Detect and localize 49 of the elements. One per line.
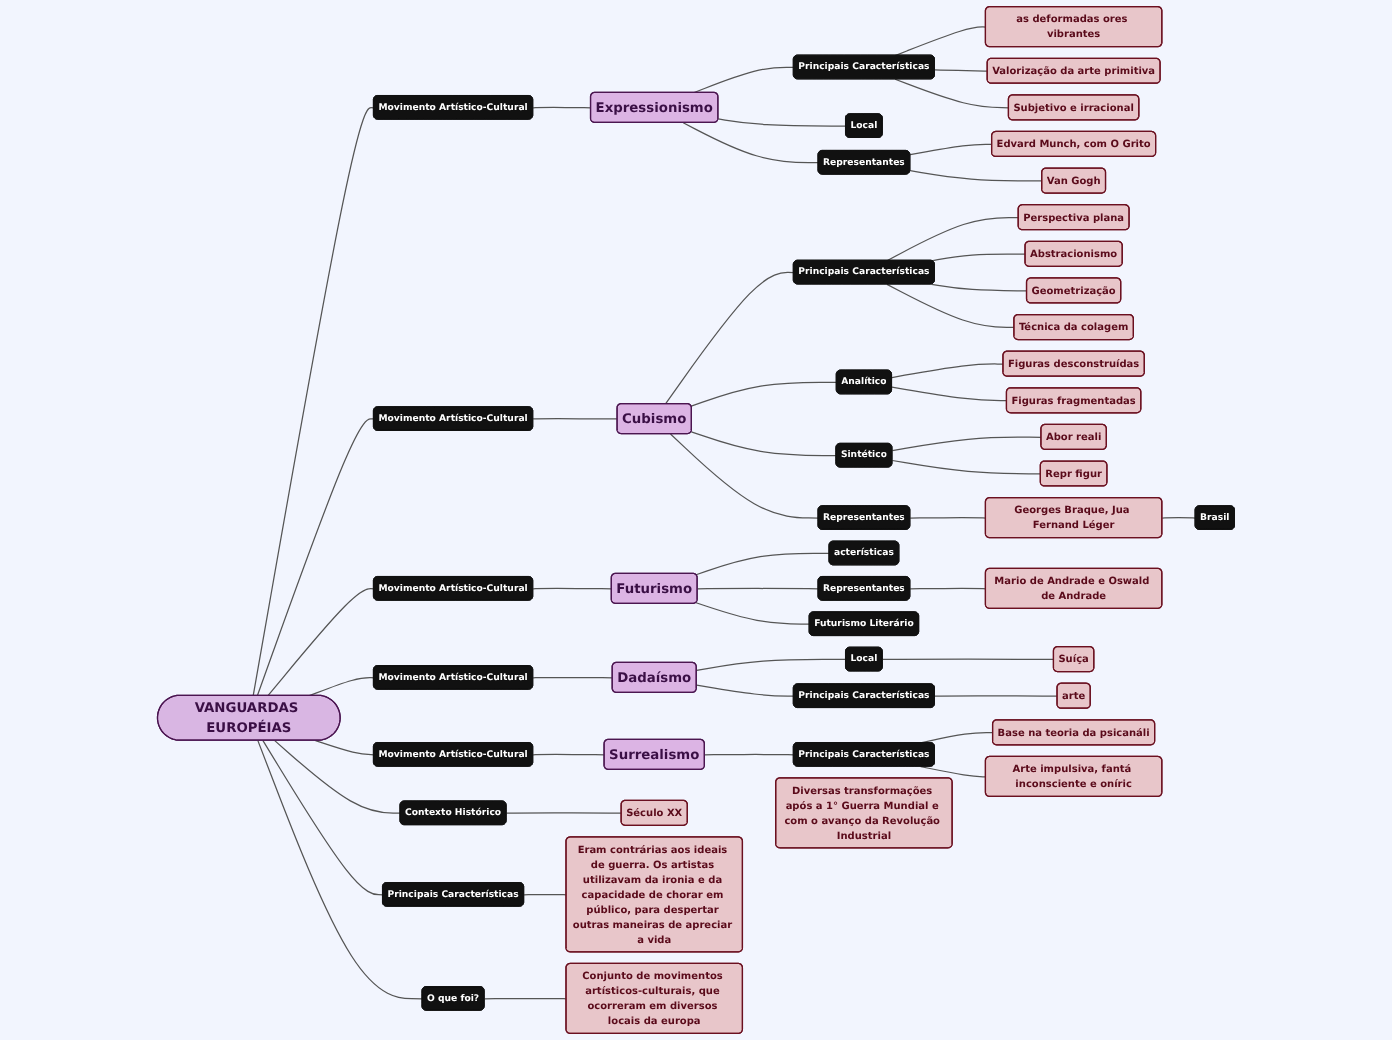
connector [909, 170, 1043, 182]
connector [894, 26, 987, 57]
connector [894, 78, 1010, 109]
connector [682, 122, 820, 164]
connector [909, 143, 993, 156]
connector [257, 740, 424, 1000]
connector [920, 766, 987, 778]
connector [891, 386, 1008, 402]
connector [532, 106, 592, 109]
connector [717, 118, 847, 127]
connector [931, 283, 1028, 292]
connector [256, 418, 375, 697]
connector [934, 69, 989, 72]
connector [886, 283, 1015, 329]
connector [695, 552, 831, 576]
connector [696, 658, 847, 672]
connector [669, 433, 820, 519]
connector [696, 587, 820, 590]
connector [532, 418, 619, 420]
connector [891, 363, 1004, 379]
connector [692, 66, 795, 94]
connector [690, 431, 837, 457]
connector [267, 588, 375, 697]
connector [690, 381, 838, 407]
connector [314, 740, 375, 756]
connector [532, 676, 614, 679]
connector [1161, 517, 1197, 519]
connector [252, 107, 375, 697]
connector [931, 253, 1027, 262]
connector [886, 216, 1020, 262]
connector [274, 740, 402, 814]
connector [891, 436, 1042, 452]
connector [505, 812, 623, 814]
connector [664, 271, 795, 405]
connector [523, 893, 568, 896]
connector [532, 753, 606, 756]
connector [909, 517, 987, 519]
connector [934, 695, 1059, 697]
connector [920, 732, 994, 744]
connector [882, 658, 1055, 661]
connector [891, 459, 1042, 475]
connector [909, 587, 987, 590]
connector [308, 677, 375, 697]
connector [695, 602, 811, 625]
connector [696, 684, 795, 697]
connector [262, 740, 384, 896]
connector [483, 997, 568, 1000]
connector [532, 587, 613, 590]
connector [704, 753, 795, 756]
